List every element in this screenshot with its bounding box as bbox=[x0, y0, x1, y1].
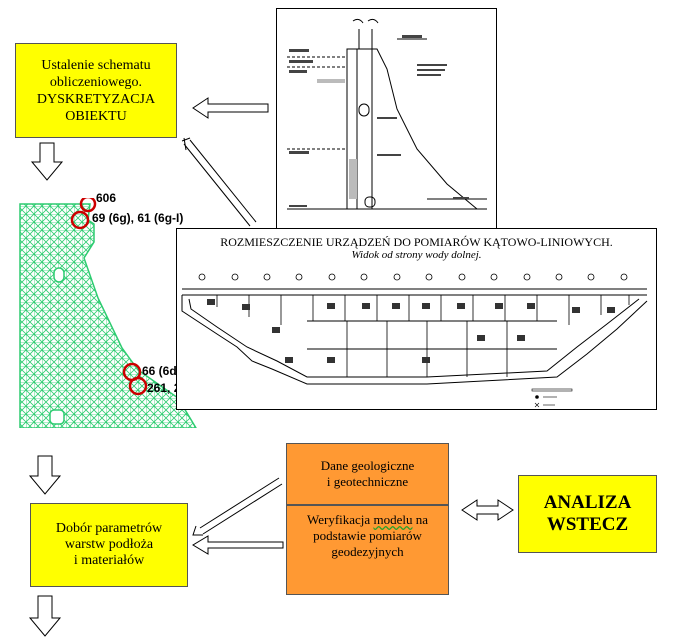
dam-cross-section-drawing bbox=[276, 8, 497, 232]
marker-606 bbox=[79, 198, 97, 213]
weryf-word-3: na bbox=[415, 512, 428, 527]
left-arrow-section-icon bbox=[192, 97, 269, 119]
weryf-word-1: Weryfikacja bbox=[307, 512, 371, 527]
diagonal-arrow-dane-icon bbox=[192, 477, 283, 536]
weryf-line-1: Weryfikacja modelu na bbox=[307, 512, 428, 528]
mesh-label-66: 66 (6d) bbox=[142, 364, 181, 378]
geological-data-box: Dane geologiczne i geotechniczne bbox=[286, 443, 449, 505]
weryf-line-3: geodezyjnych bbox=[331, 544, 404, 559]
marker-69 bbox=[70, 210, 90, 230]
down-arrow-2-icon bbox=[28, 455, 62, 495]
weryf-word-2: modelu bbox=[373, 512, 413, 527]
schema-line-1: Ustalenie schematu bbox=[41, 57, 151, 73]
analiza-line-2: WSTECZ bbox=[546, 514, 629, 535]
parameter-selection-box: Dobór parametrów warstw podłoża i materi… bbox=[30, 503, 188, 587]
diagonal-arrow-plan-icon bbox=[181, 137, 257, 227]
mesh-label-261: 261, 2 bbox=[147, 381, 181, 395]
measurement-layout-subtitle: Widok od strony wody dolnej. bbox=[351, 249, 482, 261]
schema-line-2: obliczeniowego. bbox=[49, 74, 143, 90]
measurement-layout-svg bbox=[181, 273, 648, 408]
schema-line-4: OBIEKTU bbox=[65, 108, 127, 124]
model-verification-box: Weryfikacja modelu na podstawie pomiarów… bbox=[286, 505, 449, 595]
back-analysis-box: ANALIZA WSTECZ bbox=[518, 475, 657, 553]
measurement-layout-title: ROZMIESZCZENIE URZĄDZEŃ DO POMIARÓW KĄTO… bbox=[220, 235, 613, 249]
down-arrow-1-icon bbox=[30, 142, 64, 181]
down-arrow-3-icon bbox=[28, 595, 62, 637]
dane-line-2: i geotechniczne bbox=[326, 474, 409, 489]
dane-line-1: Dane geologiczne bbox=[320, 458, 415, 473]
schema-discretization-box: Ustalenie schematu obliczeniowego. DYSKR… bbox=[15, 43, 177, 138]
analiza-line-1: ANALIZA bbox=[543, 492, 632, 513]
weryf-line-2: podstawie pomiarów bbox=[313, 528, 422, 543]
double-arrow-icon bbox=[461, 499, 514, 521]
fem-mesh-dam bbox=[19, 198, 197, 428]
left-arrow-weryf-icon bbox=[192, 535, 284, 555]
cross-section-svg bbox=[287, 18, 487, 210]
schema-line-3: DYSKRETYZACJA bbox=[36, 91, 156, 107]
dobor-line-2: warstw podłoża bbox=[64, 537, 154, 552]
dobor-line-1: Dobór parametrów bbox=[55, 521, 163, 536]
marker-261 bbox=[128, 376, 148, 396]
mesh-label-606: 606 bbox=[96, 191, 117, 205]
mesh-label-69: 69 (6g), 61 (6g-I) bbox=[92, 211, 184, 225]
dobor-line-3: i materiałów bbox=[73, 553, 145, 568]
measurement-layout-panel: ROZMIESZCZENIE URZĄDZEŃ DO POMIARÓW KĄTO… bbox=[176, 228, 657, 410]
